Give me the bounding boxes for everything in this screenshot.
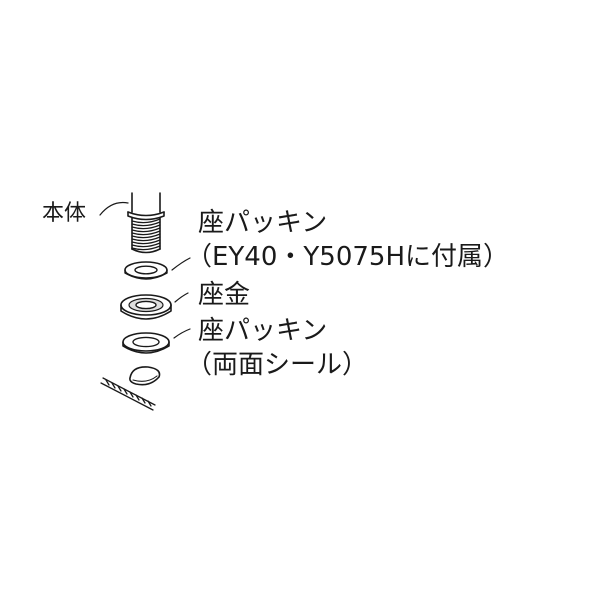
seat-packing-2-leader bbox=[173, 328, 191, 339]
seat-packing-2-label: 座パッキン bbox=[198, 316, 328, 346]
body-label: 本体 bbox=[42, 201, 87, 226]
release-sheet-part bbox=[129, 366, 161, 386]
seat-washer-leader bbox=[174, 292, 189, 303]
body-leader bbox=[99, 201, 129, 216]
seat-packing-1-leader bbox=[171, 257, 191, 271]
seal-tape-part bbox=[100, 377, 156, 411]
seat-washer-label: 座金 bbox=[198, 280, 251, 310]
seat-packing-1-part bbox=[124, 261, 168, 280]
seat-washer-part bbox=[120, 294, 172, 320]
body-pipe bbox=[127, 192, 165, 254]
thread-lines bbox=[131, 218, 161, 251]
seat-packing-2-part bbox=[122, 332, 170, 354]
seat-packing-1-note: （EY40・Y5075Hに付属） bbox=[186, 242, 509, 272]
seat-packing-2-note: （両面シール） bbox=[186, 350, 369, 380]
seat-packing-1-label: 座パッキン bbox=[198, 208, 328, 238]
